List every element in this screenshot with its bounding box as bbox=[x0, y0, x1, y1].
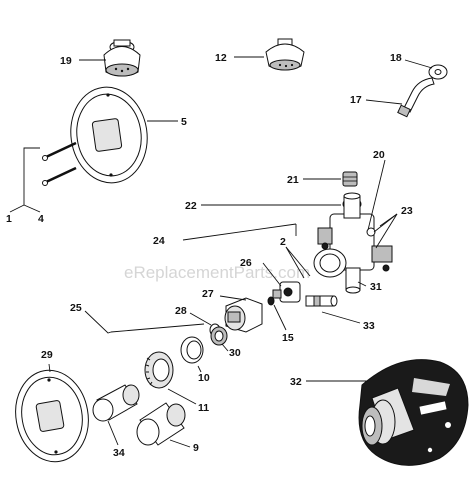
label-12: 12 bbox=[215, 52, 227, 64]
label-17: 17 bbox=[350, 94, 362, 106]
leader-line-30 bbox=[221, 343, 229, 352]
watermark: eReplacementParts.com bbox=[124, 263, 310, 282]
label-32: 32 bbox=[290, 376, 302, 388]
leader-line-26 bbox=[262, 262, 282, 287]
label-23: 23 bbox=[401, 205, 413, 217]
leader-line-34 bbox=[107, 420, 119, 446]
label-5: 5 bbox=[181, 116, 187, 128]
leader-line-24 bbox=[182, 223, 297, 241]
leader-line-20 bbox=[367, 159, 386, 231]
leader-line-2a bbox=[285, 246, 305, 279]
label-11: 11 bbox=[198, 402, 209, 414]
label-34: 34 bbox=[113, 447, 125, 459]
part-15-oring[interactable] bbox=[267, 296, 275, 306]
label-25: 25 bbox=[70, 302, 82, 314]
label-20: 20 bbox=[373, 149, 385, 161]
leader-line-29 bbox=[48, 363, 51, 373]
leader-line-2b bbox=[285, 246, 311, 277]
part-valve-body[interactable] bbox=[313, 192, 393, 294]
part-18-arm-flange[interactable] bbox=[428, 64, 448, 80]
label-15: 15 bbox=[282, 332, 294, 344]
label-30: 30 bbox=[229, 347, 241, 359]
part-1-screws[interactable] bbox=[42, 141, 77, 186]
leader-line-17 bbox=[365, 99, 403, 105]
part-33-stem[interactable] bbox=[305, 295, 338, 307]
leader-line-11 bbox=[167, 388, 197, 405]
label-2: 2 bbox=[280, 236, 286, 248]
label-24: 24 bbox=[153, 235, 165, 247]
label-28: 28 bbox=[175, 305, 187, 317]
leader-line-15 bbox=[273, 304, 287, 331]
leader-line-27 bbox=[219, 295, 247, 301]
part-11-splined-adapter[interactable] bbox=[144, 351, 174, 389]
part-27-cartridge[interactable] bbox=[224, 297, 263, 333]
part-12-showerhead[interactable] bbox=[265, 38, 305, 71]
label-21: 21 bbox=[287, 174, 299, 186]
part-21-cap[interactable] bbox=[342, 171, 358, 187]
label-22: 22 bbox=[185, 200, 197, 212]
leader-line-9 bbox=[169, 439, 191, 448]
leader-line-33 bbox=[321, 311, 361, 324]
label-10: 10 bbox=[198, 372, 210, 384]
leader-line-10 bbox=[197, 365, 202, 373]
label-29: 29 bbox=[41, 349, 53, 361]
part-26-stop[interactable] bbox=[272, 281, 301, 303]
part-32-valve-plaster-guard[interactable] bbox=[358, 359, 469, 466]
leader-line-18 bbox=[404, 59, 433, 69]
label-1: 1 bbox=[6, 213, 12, 225]
part-5-trim-plate[interactable] bbox=[65, 82, 154, 188]
label-18: 18 bbox=[390, 52, 402, 64]
leader-line-4 bbox=[23, 204, 41, 213]
part-17-shower-arm[interactable] bbox=[397, 77, 435, 118]
label-19: 19 bbox=[60, 55, 72, 67]
part-10-retaining-ring[interactable] bbox=[180, 336, 204, 364]
label-33: 33 bbox=[363, 320, 375, 332]
label-26: 26 bbox=[240, 257, 252, 269]
label-9: 9 bbox=[193, 442, 199, 454]
label-4: 4 bbox=[38, 213, 44, 225]
leader-line-31 bbox=[357, 281, 367, 287]
leader-line-24c bbox=[110, 323, 205, 333]
leader-line-28 bbox=[189, 312, 212, 326]
part-34-sleeve[interactable] bbox=[92, 384, 140, 422]
leader-line-25 bbox=[84, 310, 112, 334]
label-31: 31 bbox=[370, 281, 382, 293]
leader-line-23c bbox=[375, 213, 398, 249]
part-30-bonnet[interactable] bbox=[210, 326, 228, 346]
part-29-escutcheon[interactable] bbox=[9, 364, 96, 467]
part-19-showerhead[interactable] bbox=[103, 39, 141, 77]
label-27: 27 bbox=[202, 288, 214, 300]
leader-line-1 bbox=[9, 147, 40, 213]
leader-line-23b bbox=[379, 213, 398, 227]
part-9-handle[interactable] bbox=[136, 402, 186, 446]
